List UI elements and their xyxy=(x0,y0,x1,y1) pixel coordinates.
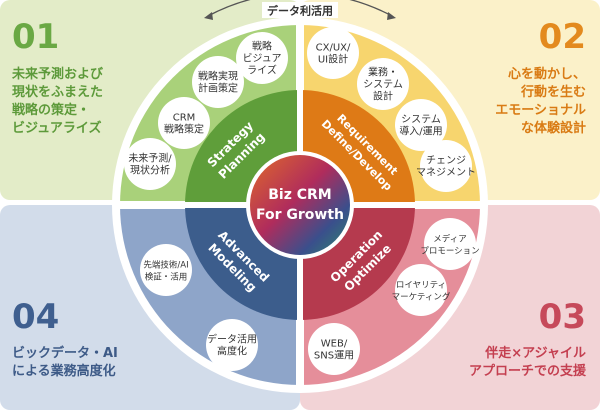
quadrant-04-number: 04 xyxy=(12,297,60,337)
service-bubble-circle xyxy=(424,218,476,270)
quadrant-01-desc-line: 戦略の策定・ xyxy=(12,103,91,118)
quadrant-04-description: ビックデータ・AI による業務高度化 xyxy=(12,345,118,381)
quadrant-04-desc-line: による業務高度化 xyxy=(12,364,116,379)
service-bubble-label: 未来予測/ xyxy=(128,152,172,165)
quadrant-02-desc-line: エモーショナル xyxy=(495,103,586,118)
quadrant-01-desc-line: ビジュアライズ xyxy=(12,121,102,136)
service-bubble-label: 先端技術/AI xyxy=(143,260,188,271)
service-bubble-label: チェンジ xyxy=(426,155,466,167)
service-bubble-label: データ活用 xyxy=(207,333,257,346)
service-bubble-label: システム xyxy=(401,114,441,126)
service-bubble: CX/UX/UI設計 xyxy=(307,27,359,79)
service-bubble-label: 業務・ xyxy=(368,66,398,79)
service-bubble-label: CRM xyxy=(173,113,196,124)
service-bubble-label: 戦略策定 xyxy=(164,123,204,136)
service-bubble-circle xyxy=(236,32,288,84)
service-bubble-label: 戦略 xyxy=(252,40,272,53)
service-bubble: 未来予測/現状分析 xyxy=(124,138,176,190)
service-bubble-label: プロモーション xyxy=(420,247,479,257)
service-bubble-label: ライズ xyxy=(247,64,277,77)
service-bubble-label: マーケティング xyxy=(392,292,451,303)
service-bubble-label: 設計 xyxy=(373,90,393,103)
top-arc-line xyxy=(207,0,393,17)
service-bubble-circle xyxy=(206,319,258,371)
service-bubble-label: WEB/ xyxy=(321,339,348,350)
service-bubble-circle xyxy=(395,99,447,151)
service-bubble-circle xyxy=(357,58,409,110)
service-bubble-label: 現状分析 xyxy=(130,164,170,177)
quadrant-03-desc-line: 伴走×アジャイル xyxy=(485,346,586,361)
quadrant-01-number: 01 xyxy=(12,17,60,57)
service-bubble-label: システム xyxy=(363,79,403,91)
quadrant-02-number: 02 xyxy=(538,17,586,57)
service-bubble-circle xyxy=(192,56,244,108)
service-bubble-circle xyxy=(158,97,210,149)
top-label: データ利活用 xyxy=(267,4,333,18)
top-label-bg xyxy=(262,2,338,18)
center-core xyxy=(250,155,350,255)
quadrant-03-desc-line: アプローチでの支援 xyxy=(468,364,586,379)
quadrant-02-desc-line: 行動を生む xyxy=(520,85,586,100)
quadrant-02-desc-line: な体験設計 xyxy=(520,121,586,136)
service-bubble-circle xyxy=(140,244,192,296)
quadrant-01-desc-line: 未来予測および xyxy=(12,67,104,82)
service-bubble-label: 計画策定 xyxy=(198,82,238,95)
center-title-line2: For Growth xyxy=(256,207,344,223)
service-bubble-circle xyxy=(420,140,472,192)
service-bubble-label: 導入/運用 xyxy=(399,125,442,138)
service-bubble-label: 戦略実現 xyxy=(198,70,238,83)
quadrant-01-description: 未来予測および 現状をふまえた 戦略の策定・ ビジュアライズ xyxy=(12,66,103,138)
service-bubble-circle xyxy=(124,138,176,190)
quadrant-03-description: 伴走×アジャイル アプローチでの支援 xyxy=(469,345,586,381)
service-bubbles: 戦略ビジュアライズ戦略実現計画策定CRM戦略策定未来予測/現状分析CX/UX/U… xyxy=(124,27,480,375)
service-bubble-label: 検証・活用 xyxy=(145,272,188,283)
service-bubble-label: 高度化 xyxy=(217,345,247,358)
arc-arrow-left-icon xyxy=(204,12,213,20)
quadrant-04-desc-line: ビックデータ・AI xyxy=(12,346,118,361)
quadrant-02-desc-line: 心を動かし、 xyxy=(507,67,586,82)
service-bubble-label: ロイヤリティ xyxy=(396,281,446,291)
service-bubble: WEB/SNS運用 xyxy=(308,323,360,375)
service-bubble-label: ビジュア xyxy=(242,53,281,65)
service-bubble-circle xyxy=(308,323,360,375)
service-bubble-label: メディア xyxy=(433,234,466,245)
service-bubble-label: CX/UX/ xyxy=(316,43,351,54)
arc-arrow-right-icon xyxy=(387,12,396,20)
quadrant-03-number: 03 xyxy=(538,297,586,337)
service-bubble-circle xyxy=(395,264,447,316)
service-bubble-label: マネジメント xyxy=(416,167,476,179)
quadrant-02-description: 心を動かし、 行動を生む エモーショナル な体験設計 xyxy=(495,66,586,138)
service-bubble-circle xyxy=(307,27,359,79)
service-bubble-label: UI設計 xyxy=(318,53,348,66)
service-bubble-label: SNS運用 xyxy=(314,350,354,362)
quadrant-01-desc-line: 現状をふまえた xyxy=(12,85,104,100)
center-title-line1: Biz CRM xyxy=(268,187,331,203)
